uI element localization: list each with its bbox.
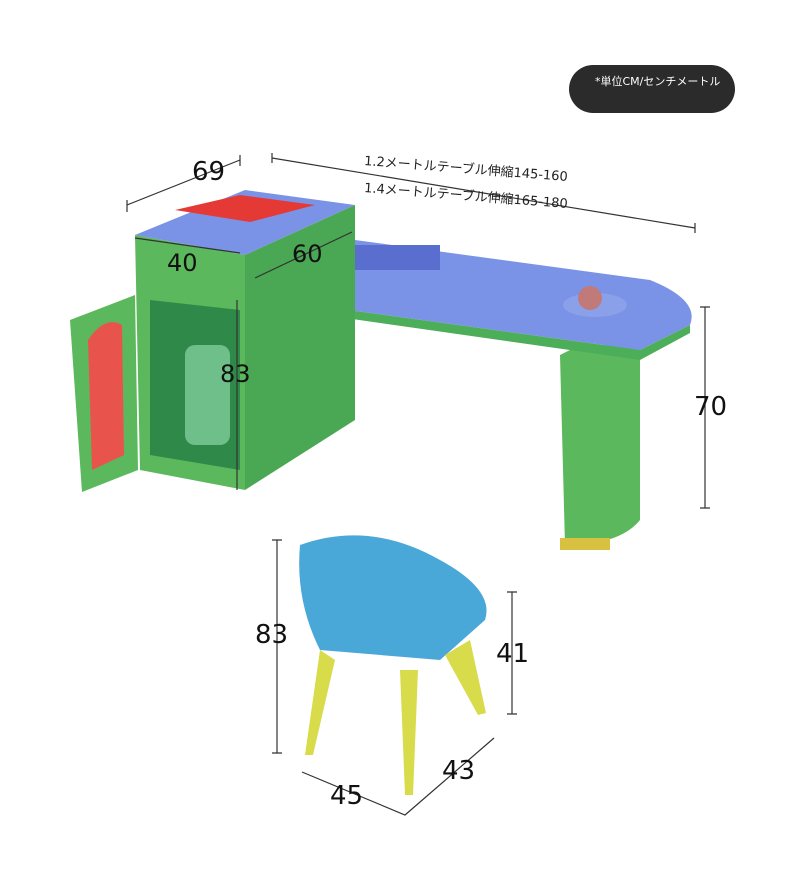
chair-shell — [299, 535, 487, 660]
table-leg — [560, 340, 640, 545]
chair-seat-height-label: 41 — [496, 639, 530, 669]
chair-width-label: 45 — [330, 781, 364, 811]
dimension-lines — [126, 153, 710, 816]
table-height-label: 70 — [694, 392, 728, 422]
cabinet-depth-label: 69 — [192, 157, 226, 187]
cabinet-height-label: 83 — [220, 360, 251, 388]
door-panel — [88, 322, 124, 470]
chair-depth-label: 43 — [442, 756, 476, 786]
chair-height-label: 83 — [255, 620, 289, 650]
water-jug — [185, 345, 230, 445]
tray — [350, 245, 440, 270]
cabinet-side — [245, 205, 355, 490]
cooktop — [175, 195, 315, 222]
fruit — [578, 286, 602, 310]
cabinet-inner-width-label: 40 — [167, 249, 198, 277]
unit-note-badge: *単位CM/センチメートル — [569, 65, 735, 113]
table-depth-label: 60 — [292, 240, 323, 268]
tabletop-edge — [275, 300, 690, 360]
leg-base — [560, 538, 610, 550]
chair-legs — [305, 640, 486, 795]
